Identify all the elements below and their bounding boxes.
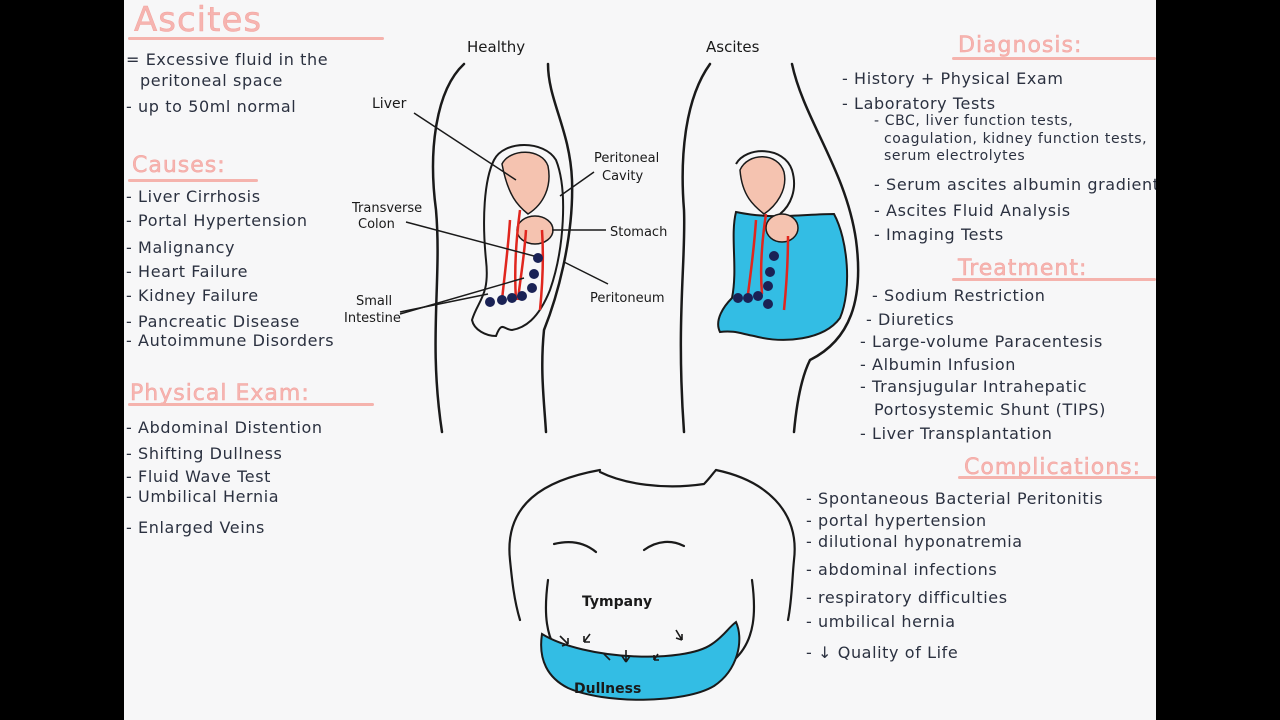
healthy-vessels [500,209,545,311]
causes-heading: Causes: [132,153,226,179]
label-small-intestine: Small [356,294,392,309]
healthy-liver [501,151,550,215]
physical-exam-underline [128,403,374,406]
page-title: Ascites [134,0,263,40]
complication-item: - ↓ Quality of Life [806,643,959,662]
physical-exam-item: - Abdominal Distention [126,418,323,437]
diagnosis-heading: Diagnosis: [958,33,1083,59]
complication-item: - respiratory difficulties [806,588,1008,607]
definition-line-1: = Excessive fluid in the [126,50,329,69]
physical-exam-item: - Shifting Dullness [126,444,283,463]
treatment-underline [952,278,1156,281]
diagnosis-item: - History + Physical Exam [842,69,1064,88]
causes-item: - Kidney Failure [126,286,259,305]
diagnosis-item: - Ascites Fluid Analysis [874,201,1071,220]
treatment-item: - Diuretics [866,310,955,329]
label-peritoneal-cavity: Peritoneal [594,151,659,166]
label-small-intestine-2: Intestine [344,311,401,326]
ascites-stomach [765,213,799,243]
definition-line-2: peritoneal space [140,71,283,90]
torso-outline [508,468,796,662]
healthy-stomach [516,215,554,245]
complication-item: - abdominal infections [806,560,998,579]
dullness-fluid [540,620,741,701]
diagnosis-item: - Imaging Tests [874,225,1004,244]
causes-underline [128,179,258,182]
diagnosis-item: - Serum ascites albumin gradient [874,175,1156,194]
treatment-item: - Large-volume Paracentesis [860,332,1103,351]
causes-item: - Portal Hypertension [126,211,308,230]
treatment-item: - Transjugular Intrahepatic [860,377,1088,396]
ascites-fluid [717,210,849,341]
label-peritoneum: Peritoneum [590,291,665,306]
treatment-item: Portosystemic Shunt (TIPS) [874,400,1106,419]
causes-item: - Heart Failure [126,262,249,281]
complication-item: - dilutional hyponatremia [806,532,1023,551]
treatment-heading: Treatment: [958,256,1088,282]
treatment-item: - Liver Transplantation [860,424,1053,443]
causes-item: - Liver Cirrhosis [126,187,261,206]
shifting-arrows [559,629,683,663]
lab-detail-2: coagulation, kidney function tests, [884,131,1148,147]
healthy-small-intestine [485,253,543,307]
causes-item: - Pancreatic Disease [126,312,300,331]
physical-exam-heading: Physical Exam: [130,381,310,407]
title-underline [128,37,384,40]
label-stomach: Stomach [610,225,667,240]
ascites-label: Ascites [706,38,760,56]
definition-line-3: - up to 50ml normal [126,97,297,116]
anatomy-diagrams: Healthy Liver Transverse Colon Small Int… [344,38,860,701]
causes-item: - Autoimmune Disorders [126,331,335,350]
label-liver: Liver [372,96,407,112]
diagnosis-underline [952,57,1156,60]
physical-exam-item: - Fluid Wave Test [126,467,272,486]
ascites-peritoneum-sac [735,150,796,215]
label-transverse-colon-2: Colon [358,217,395,232]
healthy-label: Healthy [467,38,525,56]
ascites-body-outline [679,62,860,434]
physical-exam-item: - Umbilical Hernia [126,487,280,506]
complications-underline [958,476,1156,479]
healthy-body-outline [431,62,574,434]
label-peritoneal-cavity-2: Cavity [602,169,643,184]
lab-detail-1: - CBC, liver function tests, [874,113,1074,129]
complication-item: - Spontaneous Bacterial Peritonitis [806,489,1104,508]
healthy-peritoneum-sac [470,144,565,338]
ascites-liver [739,156,786,215]
treatment-item: - Albumin Infusion [860,355,1016,374]
tympany-label: Tympany [582,594,652,610]
diagnosis-item: - Laboratory Tests [842,94,996,113]
complication-item: - umbilical hernia [806,612,956,631]
label-transverse-colon: Transverse [351,201,422,216]
treatment-item: - Sodium Restriction [872,286,1046,305]
lab-detail-3: serum electrolytes [884,148,1026,164]
complication-item: - portal hypertension [806,511,987,530]
physical-exam-item: - Enlarged Veins [126,518,265,537]
whiteboard-sheet: Ascites = Excessive fluid in the periton… [124,0,1156,720]
causes-item: - Malignancy [126,238,236,257]
dullness-label: Dullness [574,681,641,697]
ascites-small-intestine [733,251,779,309]
ascites-vessels [746,213,790,311]
